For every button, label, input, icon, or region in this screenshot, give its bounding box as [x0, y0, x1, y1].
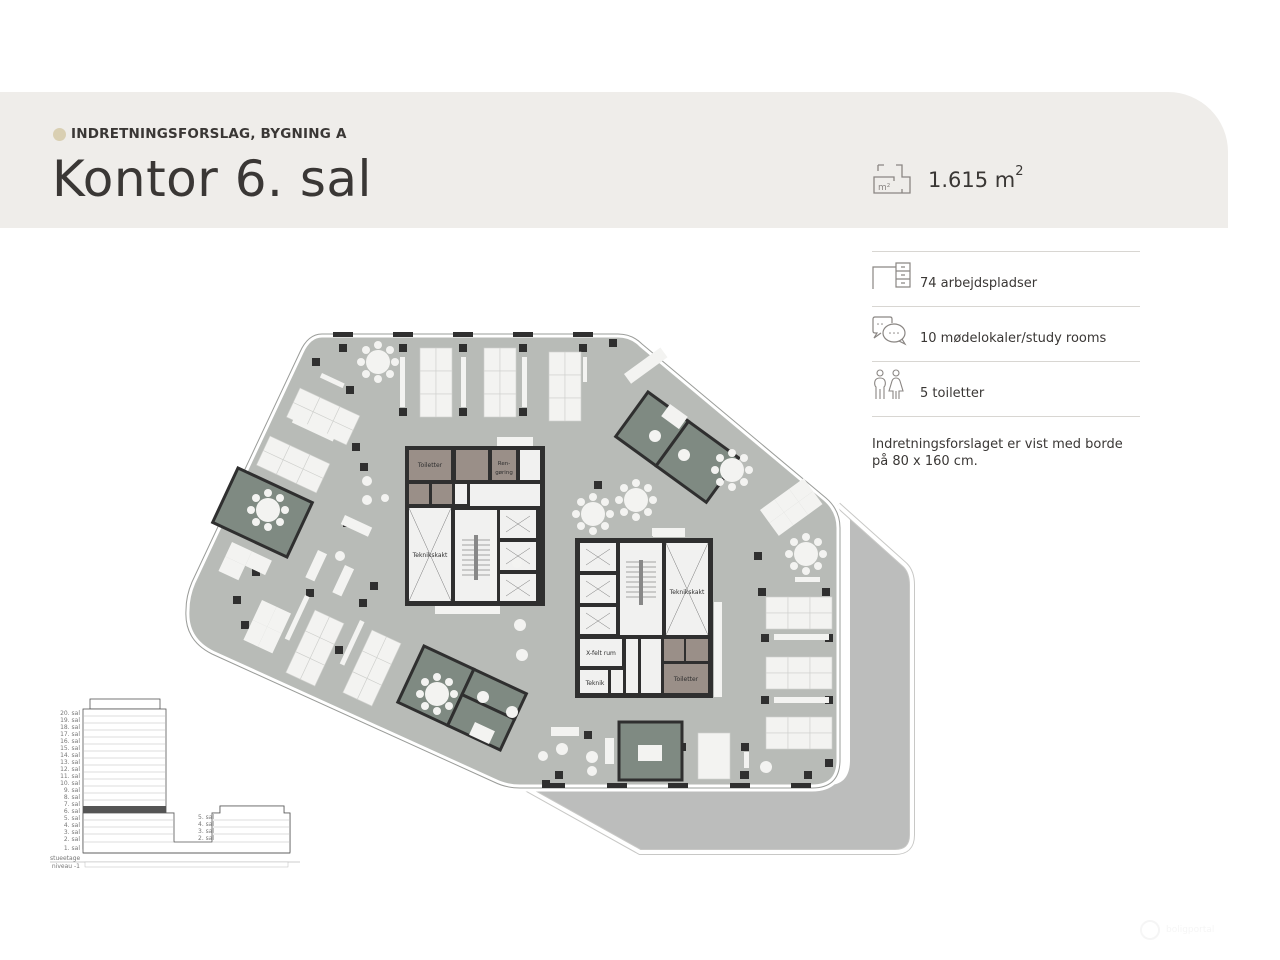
svg-text:Ren-: Ren- [498, 461, 510, 467]
page-title: Kontor 6. sal [52, 150, 372, 208]
chat-bubbles-icon [872, 314, 912, 348]
stat-label: 74 arbejdspladser [920, 275, 1038, 291]
level-label: 7. sal [63, 801, 80, 808]
watermark-logo-icon [1140, 920, 1160, 940]
watermark: boligportal [1140, 915, 1250, 945]
level-label: niveau -1 [51, 863, 80, 870]
level-label: 3. sal [198, 828, 215, 835]
stat-label: 10 mødelokaler/study rooms [920, 330, 1107, 346]
svg-text:gøring: gøring [495, 470, 513, 476]
level-label: 2. sal [63, 836, 80, 843]
stats-list: 74 arbejdspladser 10 mødelokaler/study r… [872, 251, 1140, 417]
level-label: 4. sal [198, 821, 215, 828]
level-label: stueetage [50, 855, 81, 862]
floor-area-m2-icon: m² [873, 164, 911, 194]
level-label: 12. sal [60, 766, 80, 773]
level-label: 4. sal [63, 822, 80, 829]
level-label-highlight: 6. sal [63, 808, 80, 815]
svg-text:Teknikskakt: Teknikskakt [412, 552, 448, 559]
stat-workstations: 74 arbejdspladser [872, 251, 1140, 306]
desk-icon [872, 259, 912, 293]
kicker-text: INDRETNINGSFORSLAG, BYGNING A [71, 126, 347, 142]
level-label: 15. sal [60, 745, 80, 752]
level-label: 3. sal [63, 829, 80, 836]
level-label: 5. sal [63, 815, 80, 822]
level-label: 2. sal [198, 835, 215, 842]
svg-text:m²: m² [878, 183, 891, 193]
level-label: 5. sal [198, 814, 215, 821]
level-label: 9. sal [63, 787, 80, 794]
kicker: INDRETNINGSFORSLAG, BYGNING A [53, 126, 347, 142]
header-band [0, 92, 1228, 228]
level-label: 18. sal [60, 724, 80, 731]
level-label: 13. sal [60, 759, 80, 766]
level-label: 20. sal [60, 710, 80, 717]
level-label: 16. sal [60, 738, 80, 745]
svg-text:Toiletter: Toiletter [673, 676, 699, 683]
watermark-text: boligportal [1166, 925, 1215, 935]
level-label: 19. sal [60, 717, 80, 724]
stat-toilets: 5 toiletter [872, 361, 1140, 417]
floor-plan: Toiletter Ren- gøring Teknikskakt Teknik… [182, 330, 915, 855]
level-label: 17. sal [60, 731, 80, 738]
level-label: 1. sal [63, 845, 80, 852]
level-label: 14. sal [60, 752, 80, 759]
level-label: 8. sal [63, 794, 80, 801]
people-toilet-icon [872, 369, 912, 403]
area-value: 1.615 m2 [928, 164, 1024, 192]
svg-text:Teknikskakt: Teknikskakt [669, 589, 705, 596]
svg-text:X-felt rum: X-felt rum [586, 650, 616, 657]
stat-label: 5 toiletter [920, 385, 985, 401]
level-label: 10. sal [60, 780, 80, 787]
furniture-note: Indretningsforslaget er vist med borde p… [872, 437, 1123, 469]
area-summary: m² 1.615 m2 [872, 163, 1024, 197]
core-b [575, 528, 722, 698]
svg-text:Teknik: Teknik [585, 680, 605, 687]
svg-text:Toiletter: Toiletter [417, 462, 443, 469]
stat-meeting-rooms: 10 mødelokaler/study rooms [872, 306, 1140, 361]
building-section-diagram: 20. sal 19. sal 18. sal 17. sal 16. sal … [50, 690, 310, 880]
level-label: 11. sal [60, 773, 80, 780]
core-a [405, 437, 545, 614]
kicker-dot-icon [53, 127, 66, 141]
